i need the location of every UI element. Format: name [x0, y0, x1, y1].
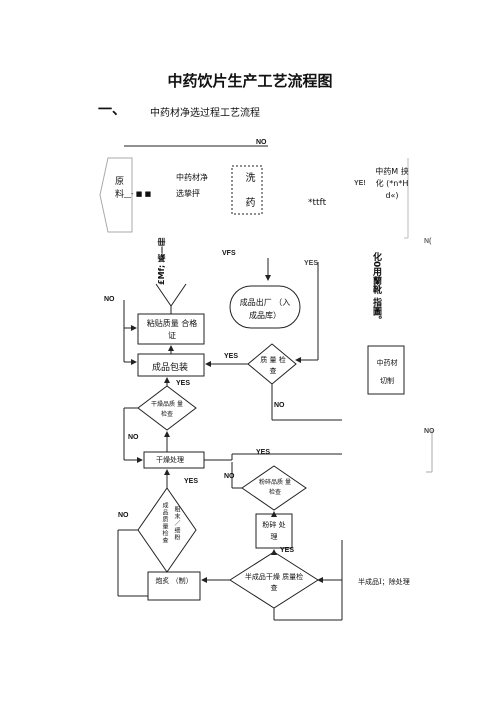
dry-process-label: 干燥处理: [156, 456, 184, 464]
crush-extra-label: 粗末／细粉: [173, 506, 180, 541]
packaging-label: 成品包装: [152, 363, 189, 373]
crush-process-label: 粉碎 处理: [262, 521, 286, 541]
label-no-left3: NO: [118, 512, 129, 519]
label-yes-cut: YE!: [354, 180, 366, 187]
left-garble-label: £Mf; 綦—冊: [157, 238, 166, 285]
label-yes-mid: YES: [256, 449, 271, 456]
tcm-cut-box: [367, 345, 405, 395]
raw-material-label: 原料: [113, 176, 123, 202]
product-out-label: 成品出厂 （入成品库）: [239, 298, 291, 320]
prep-label: 炮炙 （制）: [155, 577, 193, 585]
section-number: 一、: [98, 102, 126, 118]
label-no-top: NO: [256, 139, 267, 146]
wash-box: [231, 165, 263, 215]
label-no-qc: NO: [274, 402, 285, 409]
dry-check-diamond: [137, 385, 197, 431]
section-title: 中药材净选过程工艺流程: [150, 108, 260, 119]
label-yes-pack: YES: [224, 353, 239, 360]
label-yes-right: YES: [304, 260, 319, 267]
crush-check-diamond: [241, 465, 307, 511]
label-yes-finished: YES: [184, 478, 199, 485]
label-yes-dry-top: YES: [176, 380, 191, 387]
wash-label: 洗 药: [243, 172, 254, 214]
tcm-cut-label: 中药材 切制: [376, 359, 398, 385]
label-no-right2: NO: [424, 428, 435, 435]
label-no-crush: NO: [224, 473, 235, 480]
crush-check-label: 粉碎品质 量检查: [259, 479, 291, 496]
sticker-label: 粘贴质量 合格证: [146, 319, 198, 340]
prep-box: [147, 571, 201, 601]
label-no-left1: NO: [104, 296, 115, 303]
half-process-label: 半成品I；除处理: [358, 578, 410, 586]
raw-material-shape: [99, 157, 133, 233]
half-dry-check-label: 半成品干燥 质量检查: [244, 573, 304, 592]
quality-check-label: 质 量 检查: [260, 356, 286, 375]
tcm-mid-label: 中药M 挟化 (*n*H d«): [375, 167, 409, 200]
dry-check-label: 干燥品质 量检查: [151, 401, 183, 418]
product-out-oval: [229, 285, 301, 329]
label-yes-half: YES: [280, 547, 295, 554]
tcm-wash-prep-label: 中药材净 选挚抨: [176, 173, 208, 198]
finished-check-label: 成品质量检查: [161, 502, 168, 544]
label-no-left2: NO: [128, 434, 139, 441]
side-text: 化0用蘭靴 指圖。: [371, 252, 381, 325]
page-title: 中药饮片生产工艺流程图: [167, 72, 333, 90]
ttft-label: *ttft: [308, 198, 327, 208]
label-vfs: VFS: [222, 250, 236, 257]
raw-material-code: __- ■ ■: [124, 190, 152, 198]
sticker-box: [137, 313, 205, 345]
label-ne-right: N(: [424, 238, 432, 245]
